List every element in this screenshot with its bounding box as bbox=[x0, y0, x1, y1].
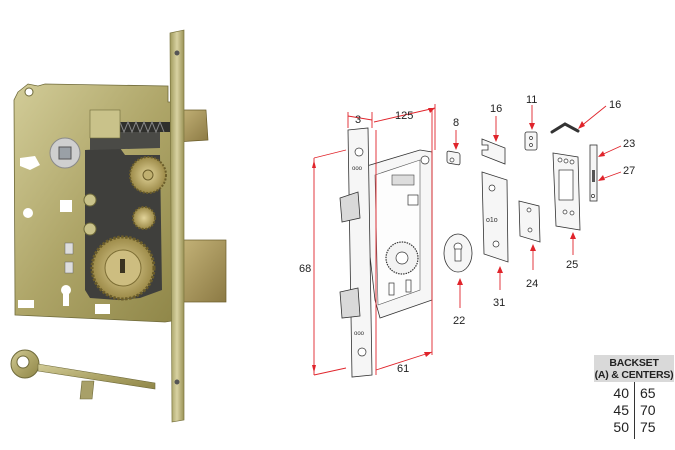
backset-table: BACKSET (A) & CENTERS) 40 65 45 70 50 75 bbox=[594, 355, 674, 439]
svg-text:o1o: o1o bbox=[486, 217, 498, 224]
part-label-31: 31 bbox=[493, 297, 505, 309]
part-label-23: 23 bbox=[623, 138, 635, 150]
part-16a-drawing bbox=[481, 116, 506, 165]
svg-text:ooo: ooo bbox=[352, 166, 363, 172]
center-value: 70 bbox=[640, 401, 656, 418]
dim-label-61: 61 bbox=[397, 363, 409, 375]
part-11-drawing bbox=[524, 105, 538, 151]
part-25-drawing bbox=[552, 152, 581, 255]
part-22-drawing bbox=[443, 233, 473, 308]
backset-table-body: 40 65 45 70 50 75 bbox=[594, 382, 674, 439]
lock-body-drawing: ooo ooo bbox=[339, 127, 433, 378]
backset-value: 50 bbox=[613, 418, 629, 435]
part-31-drawing: o1o bbox=[481, 171, 509, 290]
exploded-technical-drawing: ooo ooo bbox=[299, 94, 635, 378]
part-label-27: 27 bbox=[623, 165, 635, 177]
part-23-27-drawing bbox=[589, 144, 622, 202]
part-label-11: 11 bbox=[526, 94, 537, 106]
dim-label-125: 125 bbox=[395, 110, 413, 122]
center-value: 65 bbox=[640, 384, 656, 401]
part-label-24: 24 bbox=[526, 278, 538, 290]
svg-text:ooo: ooo bbox=[354, 331, 365, 337]
table-row: 50 75 bbox=[594, 418, 674, 435]
center-value: 75 bbox=[640, 418, 656, 435]
dim-label-3: 3 bbox=[355, 114, 361, 126]
part-label-25: 25 bbox=[566, 259, 578, 271]
column-divider bbox=[634, 382, 635, 439]
part-8-drawing bbox=[446, 130, 461, 166]
dimension-lines bbox=[312, 104, 436, 376]
backset-value: 45 bbox=[613, 401, 629, 418]
part-label-8: 8 bbox=[453, 117, 459, 129]
dim-label-68: 68 bbox=[299, 263, 311, 275]
mortise-lock-photo bbox=[10, 29, 227, 423]
part-label-16b: 16 bbox=[609, 99, 621, 111]
table-row: 45 70 bbox=[594, 401, 674, 418]
header-line-1: BACKSET bbox=[609, 357, 659, 369]
part-24-drawing bbox=[518, 200, 541, 270]
backset-value: 40 bbox=[613, 384, 629, 401]
part-label-16a: 16 bbox=[490, 103, 502, 115]
part-label-22: 22 bbox=[453, 315, 465, 327]
header-line-2: (A) & CENTERS) bbox=[594, 369, 674, 381]
table-row: 40 65 bbox=[594, 384, 674, 401]
part-16b-drawing bbox=[550, 105, 607, 134]
backset-table-header: BACKSET (A) & CENTERS) bbox=[594, 355, 674, 382]
